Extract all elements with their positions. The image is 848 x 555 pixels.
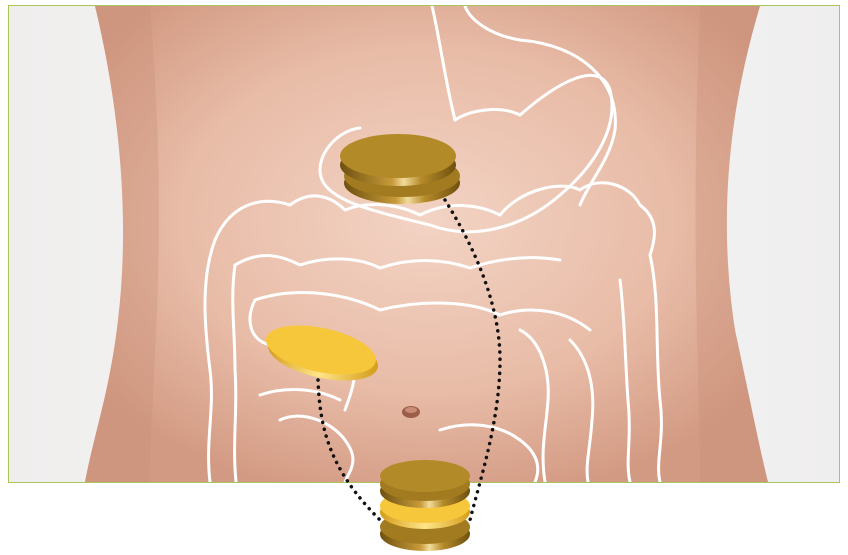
coin-stack-icon-stomach [340,134,460,204]
coin-stack-icon-bottom [380,460,470,551]
photo-area [9,6,839,482]
torso [85,6,768,482]
